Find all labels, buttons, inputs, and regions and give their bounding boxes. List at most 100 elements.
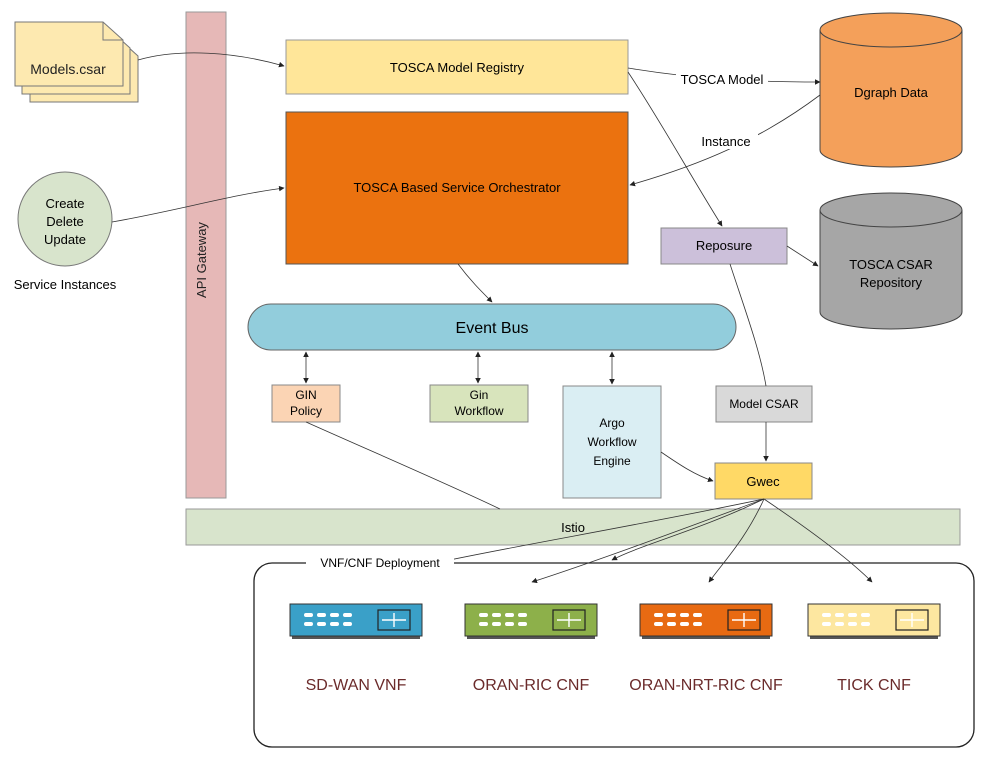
deployment-edge-label: VNF/CNF Deployment [320, 556, 440, 570]
orchestrator-label: TOSCA Based Service Orchestrator [353, 180, 561, 195]
device-port [479, 613, 488, 617]
models-csar-file-icon [14, 21, 139, 103]
istio-label: Istio [561, 520, 585, 535]
edge-reposure-to-csar-repo [786, 245, 819, 267]
csar-repository-label-1: TOSCA CSAR [849, 257, 933, 272]
device-port [505, 622, 514, 626]
event-bus-label: Event Bus [456, 320, 529, 337]
device-port [330, 622, 339, 626]
edge-csar-to-registry [137, 52, 285, 68]
api-gateway-bar [185, 11, 227, 499]
gin-policy-label-1: GIN [295, 388, 316, 402]
edge-dgraph-to-orchestrator [629, 94, 821, 187]
deployment-container [253, 562, 975, 748]
edge-reposure-to-model-csar [729, 263, 767, 387]
device-router-icon [895, 609, 929, 631]
device-port [680, 622, 689, 626]
gin-workflow-box [429, 384, 529, 423]
device-port [848, 613, 857, 617]
device-port [304, 622, 313, 626]
device-1: ORAN-RIC CNF [464, 603, 598, 694]
tosca-model-edge-label: TOSCA Model [681, 72, 764, 87]
device-arrows-icon [900, 613, 924, 627]
device-body [289, 603, 423, 637]
device-port [693, 622, 702, 626]
device-port [304, 613, 313, 617]
device-port [518, 622, 527, 626]
device-arrows-icon [732, 613, 756, 627]
device-port [654, 613, 663, 617]
device-port [861, 613, 870, 617]
istio-bar [185, 508, 961, 546]
device-port [680, 613, 689, 617]
device-label: TICK CNF [837, 677, 911, 694]
argo-label-3: Engine [593, 454, 631, 468]
reposure-box [660, 227, 788, 265]
edge-gwec-to-label [439, 498, 765, 564]
model-csar-box [715, 385, 813, 423]
dgraph-data-cylinder [819, 12, 963, 168]
device-port [479, 622, 488, 626]
gwec-box [714, 462, 813, 500]
instance-label-bg [694, 133, 758, 149]
device-port [654, 622, 663, 626]
edge-gwec-to-tick [763, 498, 873, 583]
event-bus [247, 303, 737, 351]
device-router-icon [727, 609, 761, 631]
gin-policy-box [271, 384, 341, 423]
device-port [505, 613, 514, 617]
reposure-label: Reposure [696, 238, 752, 253]
device-2: ORAN-NRT-RIC CNF [629, 603, 783, 694]
device-router-icon [552, 609, 586, 631]
model-csar-label: Model CSAR [729, 397, 799, 411]
device-port [343, 613, 352, 617]
device-port [317, 613, 326, 617]
argo-label-1: Argo [599, 416, 625, 430]
edge-registry-to-reposure [627, 71, 723, 227]
gwec-label: Gwec [746, 474, 780, 489]
delete-label: Delete [46, 214, 84, 229]
tosca-model-registry-box [285, 39, 629, 95]
edge-gin-policy-to-istio [305, 421, 501, 510]
device-0: SD-WAN VNF [289, 603, 423, 694]
device-port [317, 622, 326, 626]
device-label: ORAN-RIC CNF [473, 677, 590, 694]
device-label: SD-WAN VNF [306, 677, 407, 694]
service-instances-label: Service Instances [14, 277, 117, 292]
tosca-model-registry-label: TOSCA Model Registry [390, 60, 525, 75]
tosca-csar-repository-cylinder [819, 192, 963, 330]
gin-workflow-label-2: Workflow [454, 404, 503, 418]
argo-label-2: Workflow [587, 435, 636, 449]
device-3: TICK CNF [807, 603, 941, 694]
device-port [835, 622, 844, 626]
device-port [667, 622, 676, 626]
device-router-icon [377, 609, 411, 631]
device-port [667, 613, 676, 617]
device-port [822, 613, 831, 617]
device-port [693, 613, 702, 617]
edge-gwec-to-sdwan [611, 498, 765, 561]
gin-policy-label-2: Policy [290, 404, 322, 418]
api-gateway-label: API Gateway [194, 222, 209, 298]
instance-edge-label: Instance [701, 134, 750, 149]
device-port [518, 613, 527, 617]
device-label: ORAN-NRT-RIC CNF [629, 677, 783, 694]
device-port [492, 613, 501, 617]
create-label: Create [45, 196, 84, 211]
device-port [343, 622, 352, 626]
device-port [330, 613, 339, 617]
orchestrator-box [285, 111, 629, 265]
tosca-model-label-bg [676, 71, 768, 87]
edge-gwec-to-oran-ric [531, 498, 765, 584]
service-instances-circle [17, 171, 113, 267]
device-arrows-icon [557, 613, 581, 627]
device-port [861, 622, 870, 626]
device-port [822, 622, 831, 626]
device-port [492, 622, 501, 626]
device-port [835, 613, 844, 617]
edge-argo-to-gwec [660, 451, 714, 483]
device-port [848, 622, 857, 626]
models-csar-label: Models.csar [30, 61, 106, 77]
